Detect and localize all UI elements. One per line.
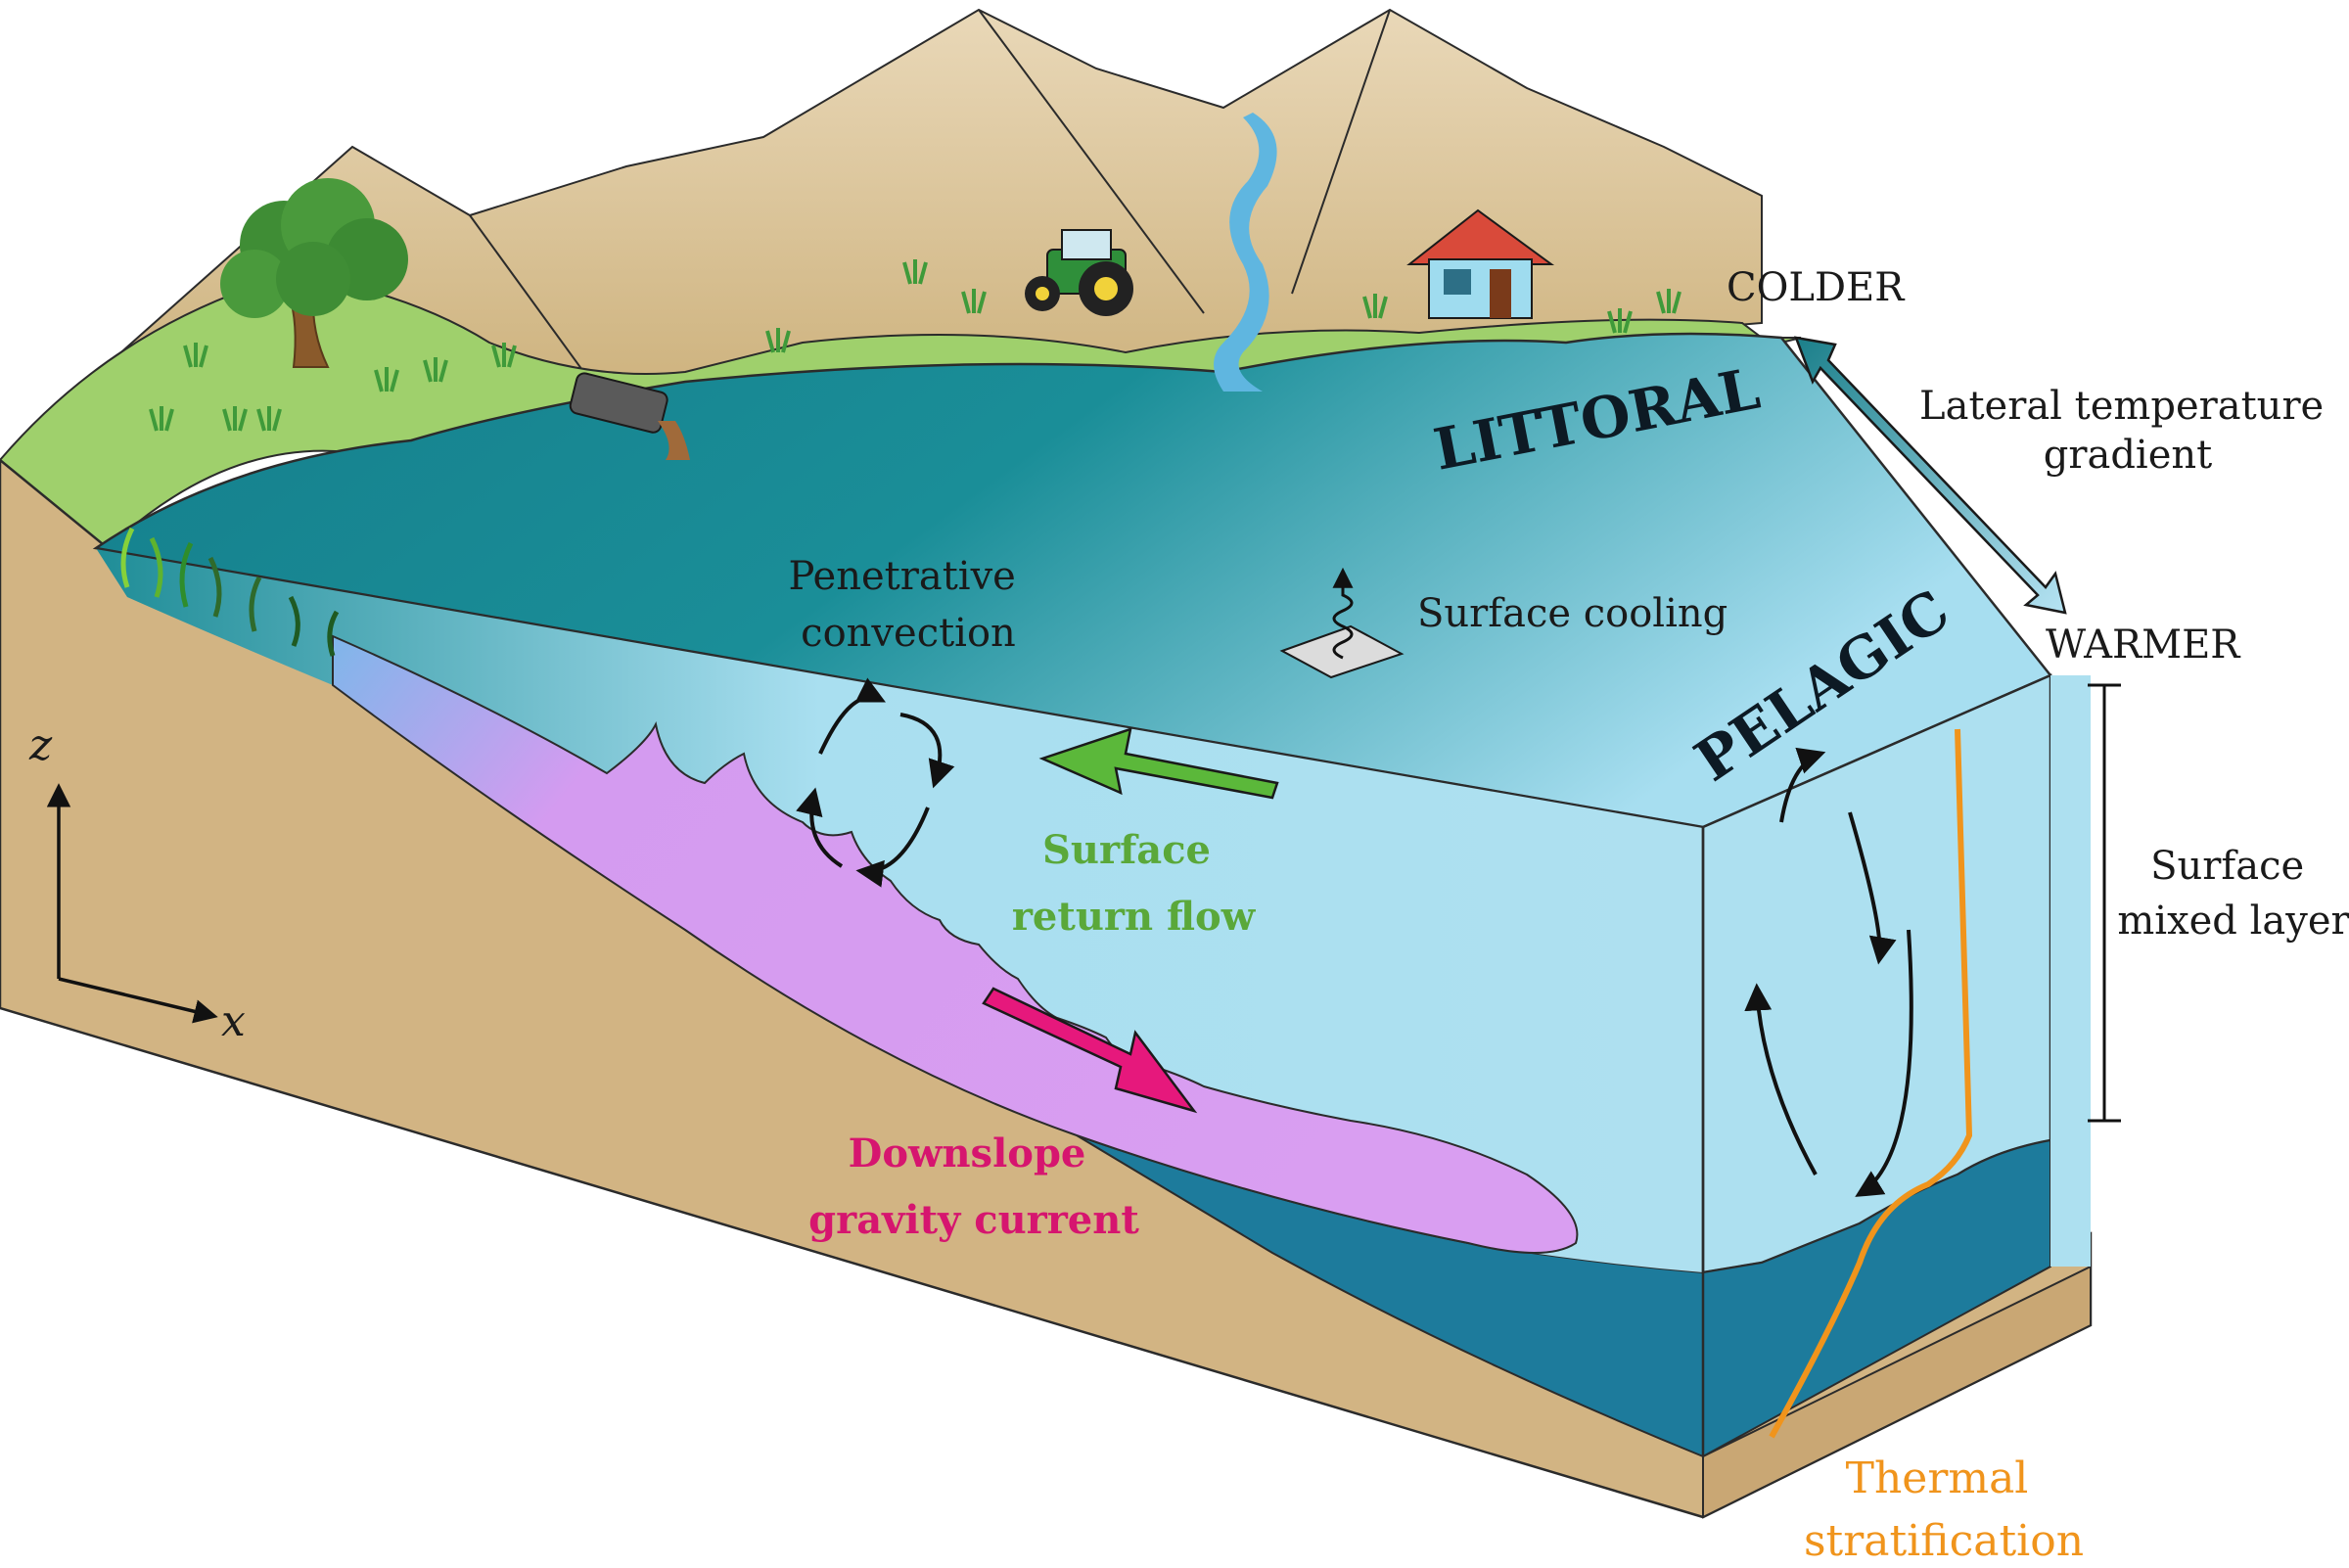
- gravity-current-arrow: [982, 987, 1198, 1114]
- mixed-layer-line1: Surface: [2150, 844, 2304, 889]
- lateral-gradient-line2: gradient: [2044, 433, 2212, 478]
- penetrative-line2: convection: [801, 611, 1016, 656]
- axis-x-label: x: [221, 996, 246, 1046]
- house-icon: [1406, 208, 1555, 319]
- return-flow-line2: return flow: [1012, 894, 1257, 940]
- mixed-layer-label: Surface mixed layer: [2117, 844, 2349, 944]
- seagrass-icon: [120, 527, 340, 657]
- colder-label: COLDER: [1727, 265, 1906, 310]
- thermal-stratification-label: Thermal stratification: [1804, 1453, 2084, 1566]
- gravity-line2: gravity current: [808, 1197, 1139, 1243]
- surface-cooling-label: Surface cooling: [1417, 591, 1727, 636]
- return-flow-arrow: [1038, 727, 1279, 800]
- return-flow-label: Surface return flow: [1012, 827, 1257, 940]
- thermal-line1: Thermal: [1846, 1453, 2029, 1503]
- soil-side-strip: [1702, 1265, 2092, 1519]
- grass-tufts: [149, 259, 1681, 432]
- warmer-label: WARMER: [2046, 623, 2241, 668]
- axes: [46, 783, 218, 1024]
- return-flow-line1: Surface: [1042, 827, 1211, 873]
- front-surface-edge: [95, 547, 1704, 828]
- penetrative-convection-label: Penetrative convection: [788, 554, 1028, 656]
- mixed-layer-loop: [1744, 747, 1913, 1197]
- temperature-gradient-arrow: [1794, 336, 2067, 615]
- mixed-layer-bracket: [2088, 683, 2121, 1123]
- pipe-icon: [569, 372, 690, 460]
- surface-cooling-icon: [1279, 567, 1405, 679]
- mixed-layer-line2: mixed layer: [2117, 899, 2349, 944]
- tree-icon: [220, 178, 408, 368]
- lateral-gradient-label: Lateral temperature gradient: [1919, 384, 2336, 478]
- thermal-profile-line: [1769, 728, 1973, 1439]
- penetrative-line1: Penetrative: [788, 554, 1015, 599]
- river-icon: [1214, 113, 1277, 392]
- gravity-current-label: Downslope gravity current: [808, 1130, 1139, 1243]
- axis-z-label: z: [28, 720, 53, 770]
- thermal-line2: stratification: [1804, 1516, 2084, 1566]
- lateral-gradient-line1: Lateral temperature: [1919, 384, 2324, 429]
- lake-surface: [92, 332, 2052, 829]
- tractor-icon: [1025, 229, 1133, 316]
- convection-cells: [796, 677, 955, 888]
- gravity-line1: Downslope: [849, 1130, 1086, 1176]
